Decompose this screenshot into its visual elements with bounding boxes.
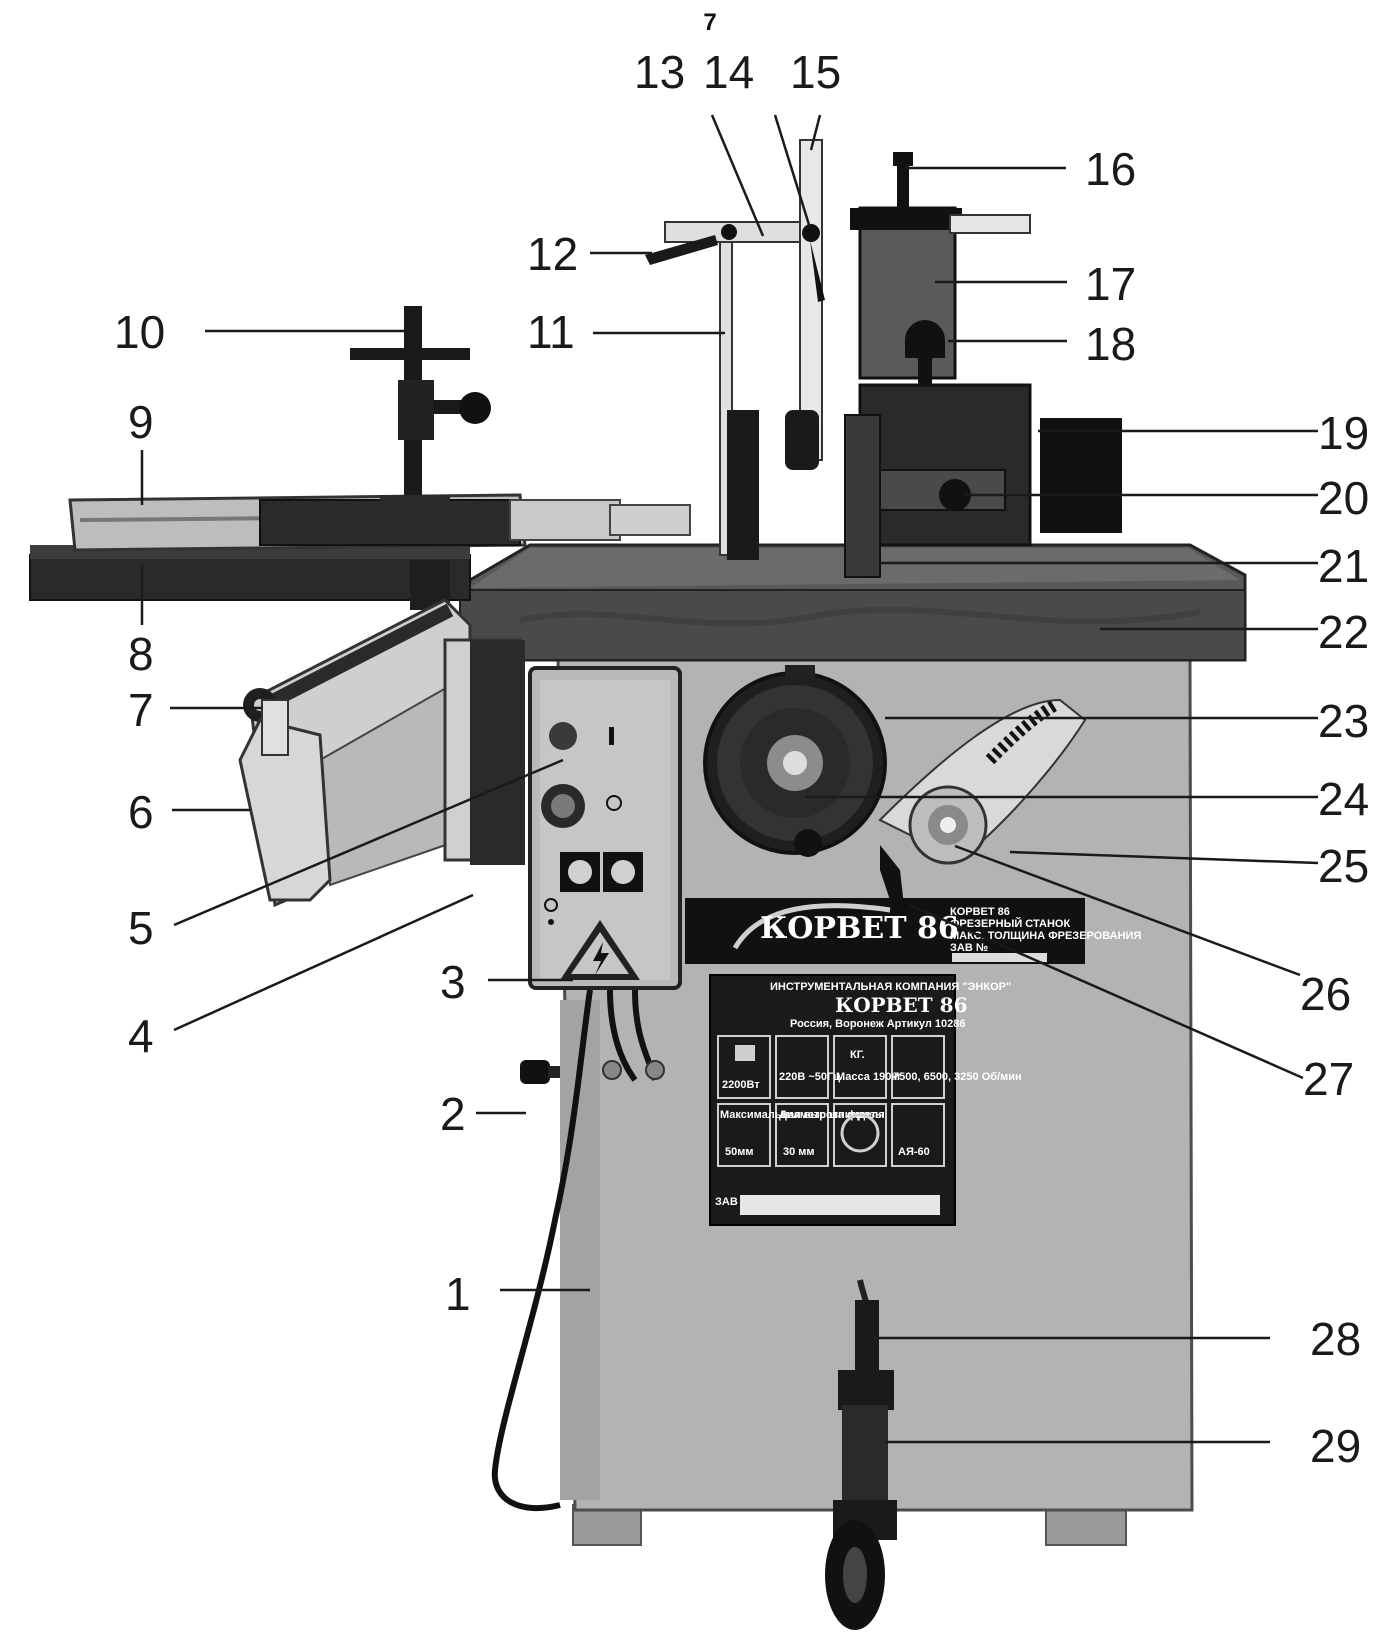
control-box — [528, 666, 682, 990]
machine-illustration: КОРВЕТ 86 КОРВЕТ 86 ФРЕЗЕРНЫЙ СТАНОК МАК… — [29, 139, 1247, 1630]
spec-plate-company: ИНСТРУМЕНТАЛЬНАЯ КОМПАНИЯ "ЭНКОР" — [770, 981, 1011, 993]
callout-22: 22 — [1318, 606, 1369, 658]
callout-24: 24 — [1318, 773, 1369, 825]
callout-5: 5 — [128, 902, 154, 954]
spec-mass: Масса 190кг — [836, 1071, 902, 1083]
leader-line-5 — [173, 758, 564, 927]
cabinet-base-foot-right — [1045, 1504, 1127, 1546]
guard-assembly — [645, 139, 1122, 578]
callout-21: 21 — [1318, 540, 1369, 592]
callout-19: 19 — [1318, 407, 1369, 459]
page-number: 7 — [703, 9, 716, 36]
callout-25: 25 — [1318, 840, 1369, 892]
leader-line-14 — [773, 114, 812, 229]
spec-max-height-value: 50мм — [725, 1146, 754, 1158]
callout-23: 23 — [1318, 695, 1369, 747]
callout-12: 12 — [527, 228, 578, 280]
spec-plate-origin: Россия, Воронеж Артикул 10286 — [790, 1018, 966, 1030]
callout-17: 17 — [1085, 258, 1136, 310]
spec-plate: ИНСТРУМЕНТАЛЬНАЯ КОМПАНИЯ "ЭНКОР" КОРВЕТ… — [709, 974, 1022, 1226]
spec-spindle-value: 30 мм — [783, 1146, 815, 1158]
brand-badge-line2: ФРЕЗЕРНЫЙ СТАНОК — [950, 917, 1070, 930]
leader-line-13 — [710, 114, 765, 237]
castor-assembly — [825, 1279, 897, 1630]
brand-badge-name: КОРВЕТ 86 — [760, 911, 959, 946]
brand-badge-serial-label: ЗАВ № — [950, 942, 988, 954]
callout-14: 14 — [703, 46, 754, 98]
leader-lines — [140, 114, 1319, 1444]
spec-speeds: 7500, 6500, 3250 Об/мин — [893, 1071, 1022, 1083]
spec-cert: АЯ-60 — [898, 1146, 930, 1158]
callout-13: 13 — [634, 46, 685, 98]
spec-power: 2200Вт — [722, 1079, 760, 1091]
callout-20: 20 — [1318, 472, 1369, 524]
table-top-texture — [519, 606, 1201, 627]
callout-9: 9 — [128, 396, 154, 448]
brand-badge: КОРВЕТ 86 КОРВЕТ 86 ФРЕЗЕРНЫЙ СТАНОК МАК… — [685, 898, 1141, 964]
callout-16: 16 — [1085, 143, 1136, 195]
power-cable — [491, 989, 593, 1512]
cabinet-base-foot-left — [572, 1504, 642, 1546]
callout-6: 6 — [128, 786, 154, 838]
brand-badge-line3: МАКС. ТОЛЩИНА ФРЕЗЕРОВАНИЯ — [950, 930, 1141, 942]
mitre-extension-small — [609, 504, 691, 536]
callout-10: 10 — [114, 306, 165, 358]
spec-spindle-diameter: Диаметр шпинделя — [779, 1109, 885, 1121]
callout-28: 28 — [1310, 1313, 1361, 1365]
spec-voltage: 220В ~50Гц — [779, 1071, 840, 1083]
table-top-front-edge — [459, 589, 1246, 661]
callout-1: 1 — [445, 1268, 471, 1320]
stop-button-indicator — [549, 722, 577, 750]
side-knob — [520, 1060, 550, 1084]
tilt-scale-assembly — [878, 698, 1087, 915]
spec-mass-icon: КГ. — [850, 1049, 865, 1061]
callout-3: 3 — [440, 956, 466, 1008]
callout-2: 2 — [440, 1088, 466, 1140]
height-handwheel — [703, 665, 887, 857]
brand-badge-line1: КОРВЕТ 86 — [950, 906, 1010, 918]
spec-max-height: Максимальная высота фрезы — [720, 1109, 884, 1121]
callout-27: 27 — [1303, 1053, 1354, 1105]
callout-7: 7 — [128, 684, 154, 736]
callout-18: 18 — [1085, 318, 1136, 370]
spec-plate-model: КОРВЕТ 86 — [835, 993, 967, 1017]
leader-line-4 — [173, 893, 474, 1032]
callout-26: 26 — [1300, 968, 1351, 1020]
callout-4: 4 — [128, 1010, 154, 1062]
carriage-plate — [29, 554, 471, 601]
lock-lever — [880, 845, 905, 915]
leader-line-25 — [1009, 850, 1319, 865]
callout-15: 15 — [790, 46, 841, 98]
callout-11: 11 — [527, 306, 575, 358]
end-stop — [238, 718, 332, 902]
hold-down-clamp — [350, 306, 491, 515]
leader-line-27 — [909, 903, 1304, 1080]
leader-line-15 — [809, 114, 822, 151]
carriage-rail-assembly — [238, 598, 525, 908]
callout-29: 29 — [1310, 1420, 1361, 1472]
mitre-extension — [509, 499, 621, 541]
callout-8: 8 — [128, 628, 154, 680]
callout-labels: 1 2 3 4 5 6 7 8 9 10 11 12 13 14 15 16 1… — [114, 46, 1369, 1472]
leader-line-26 — [954, 844, 1301, 977]
